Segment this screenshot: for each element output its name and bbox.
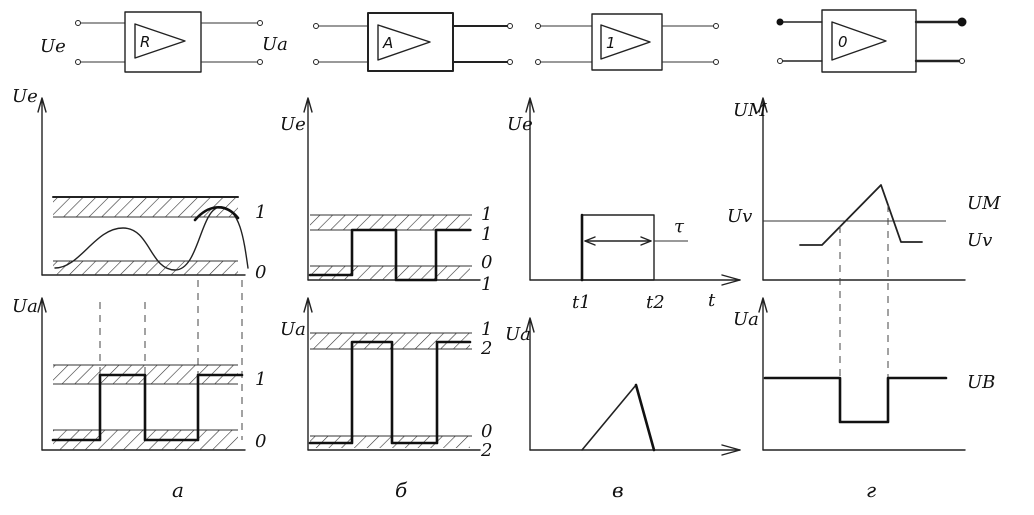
output-signal: [308, 340, 472, 445]
block-r: R Ue Ua: [40, 11, 288, 73]
hatched-band: [53, 261, 238, 275]
block-symbol: A: [382, 34, 393, 52]
level-label: 1: [481, 204, 492, 225]
input-terminal-icon: [75, 59, 81, 65]
axis-label: Ue: [280, 114, 306, 135]
output-signal: [51, 373, 244, 442]
panel-a: Ue 1 0 Ua 1 0 а: [12, 86, 266, 502]
block-input-label: Ue: [40, 36, 66, 57]
t1-label: t1: [572, 292, 591, 313]
block-a: A: [313, 12, 513, 72]
hatched-band: [310, 215, 470, 230]
axis-label: Ua: [733, 309, 759, 330]
panel-b: Ue 1 1 0 1 Ua 1 2 0 2 б: [280, 97, 492, 502]
output-terminal-icon: [257, 59, 263, 65]
hatched-band: [310, 436, 470, 448]
level-label: Uv: [727, 206, 752, 227]
input-signal: [799, 184, 923, 246]
hatched-band: [53, 197, 238, 217]
output-terminal-icon: [713, 23, 719, 29]
hatched-band: [310, 266, 470, 280]
panel-v: Ue τ t1 t2 t Ua в: [505, 97, 741, 502]
axis-label: Ua: [280, 319, 306, 340]
level-label: 1: [481, 224, 492, 245]
block-0: 0: [776, 9, 967, 73]
amplifier-triangle-icon: [377, 24, 431, 61]
panel-caption: в: [612, 478, 624, 502]
input-terminal-icon: [776, 18, 784, 26]
input-terminal-icon: [535, 23, 541, 29]
input-terminal-icon: [535, 59, 541, 65]
block-symbol: 0: [838, 33, 848, 51]
block-symbol: R: [140, 33, 150, 51]
tau-label: τ: [674, 216, 685, 237]
level-label: UB: [967, 372, 995, 393]
output-signal: [763, 376, 948, 424]
input-signal: [308, 228, 472, 282]
panel-g: UM Uv UM Uv Ua UB г: [727, 97, 1001, 502]
axis-label: Ue: [507, 114, 533, 135]
block-output-label: Ua: [262, 34, 288, 55]
output-terminal-icon: [257, 20, 263, 26]
level-label: 2: [480, 440, 492, 461]
panel-caption: а: [172, 478, 184, 502]
input-terminal-icon: [777, 58, 783, 64]
axis-label: UM: [733, 100, 767, 121]
output-terminal-icon: [959, 58, 965, 64]
axis-label: Ua: [12, 296, 38, 317]
panel-caption: б: [395, 478, 408, 502]
axis-label: Ua: [505, 324, 531, 345]
output-terminal-icon: [713, 59, 719, 65]
axis-label: Ue: [12, 86, 38, 107]
level-label: 1: [255, 369, 266, 390]
output-triangle: [581, 384, 655, 451]
pulse: [581, 214, 655, 281]
level-label: 1: [481, 274, 492, 295]
level-label: 1: [481, 319, 492, 340]
amplifier-triangle-icon: [600, 24, 651, 60]
output-terminal-icon: [507, 23, 513, 29]
level-label: 1: [255, 202, 266, 223]
amplifier-triangle-icon: [134, 23, 186, 59]
input-terminal-icon: [75, 20, 81, 26]
level-label: 2: [480, 338, 492, 359]
input-terminal-icon: [313, 23, 319, 29]
output-terminal-icon: [957, 17, 967, 27]
level-label: UM: [967, 193, 1001, 214]
level-label: 0: [481, 421, 492, 442]
panel-caption: г: [866, 478, 876, 502]
amplifier-triangle-icon: [831, 21, 887, 61]
output-terminal-icon: [507, 59, 513, 65]
level-label: 0: [255, 262, 266, 283]
level-label: Uv: [967, 230, 992, 251]
t2-label: t2: [646, 292, 665, 313]
block-1: 1: [535, 13, 719, 71]
level-label: 0: [255, 431, 266, 452]
t-label: t: [708, 290, 716, 311]
block-symbol: 1: [606, 34, 616, 52]
level-label: 0: [481, 252, 492, 273]
input-terminal-icon: [313, 59, 319, 65]
